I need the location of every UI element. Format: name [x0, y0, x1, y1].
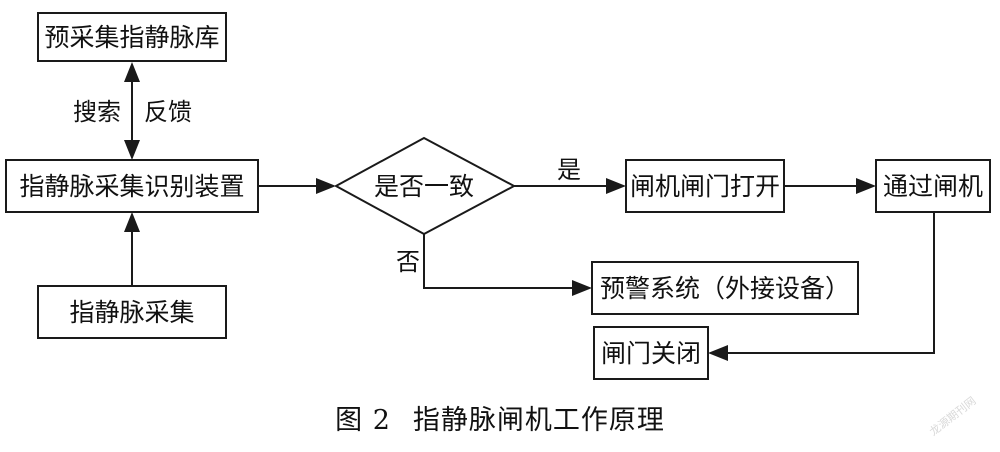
figure-caption: 图 2 指静脉闸机工作原理 — [0, 398, 1000, 437]
node-pass-gate: 通过闸机 — [875, 159, 991, 213]
arrowhead-right — [316, 178, 336, 194]
arrowhead-up — [124, 212, 140, 232]
node-pre-collected-db-label: 预采集指静脉库 — [44, 23, 219, 52]
node-gate-close-label: 闸门关闭 — [601, 339, 701, 368]
edge-label-no: 否 — [396, 248, 420, 276]
node-gate-open-label: 闸机闸门打开 — [630, 172, 780, 201]
flowchart: 预采集指静脉库 指静脉采集识别装置 指静脉采集 是否一致 闸机闸门打开 通过闸机… — [5, 12, 991, 380]
node-vein-collection: 指静脉采集 — [37, 285, 227, 339]
node-recognition-device-label: 指静脉采集识别装置 — [19, 172, 244, 201]
figure-title: 指静脉闸机工作原理 — [412, 405, 665, 436]
arrowhead-left — [708, 345, 728, 361]
node-decision-label: 是否一致 — [374, 172, 474, 201]
edge-label-search: 搜索 — [73, 98, 121, 126]
arrowhead-right — [606, 178, 626, 194]
node-pre-collected-db: 预采集指静脉库 — [37, 12, 227, 62]
node-gate-close: 闸门关闭 — [593, 326, 709, 380]
connector-decision-warning — [423, 234, 578, 289]
node-warning-system: 预警系统（外接设备） — [591, 261, 859, 315]
node-vein-collection-label: 指静脉采集 — [69, 298, 194, 327]
node-recognition-device: 指静脉采集识别装置 — [5, 159, 259, 213]
arrowhead-up — [124, 62, 140, 82]
edge-label-feedback: 反馈 — [144, 98, 192, 126]
node-gate-open: 闸机闸门打开 — [625, 159, 785, 213]
node-decision: 是否一致 — [333, 136, 517, 236]
figure-number: 图 2 — [335, 405, 391, 436]
connector-pass-close — [722, 212, 935, 354]
node-warning-system-label: 预警系统（外接设备） — [600, 274, 850, 303]
arrowhead-right — [572, 280, 592, 296]
arrowhead-down — [124, 140, 140, 160]
edge-label-yes: 是 — [557, 156, 581, 184]
arrowhead-right — [856, 178, 876, 194]
node-pass-gate-label: 通过闸机 — [883, 172, 983, 201]
